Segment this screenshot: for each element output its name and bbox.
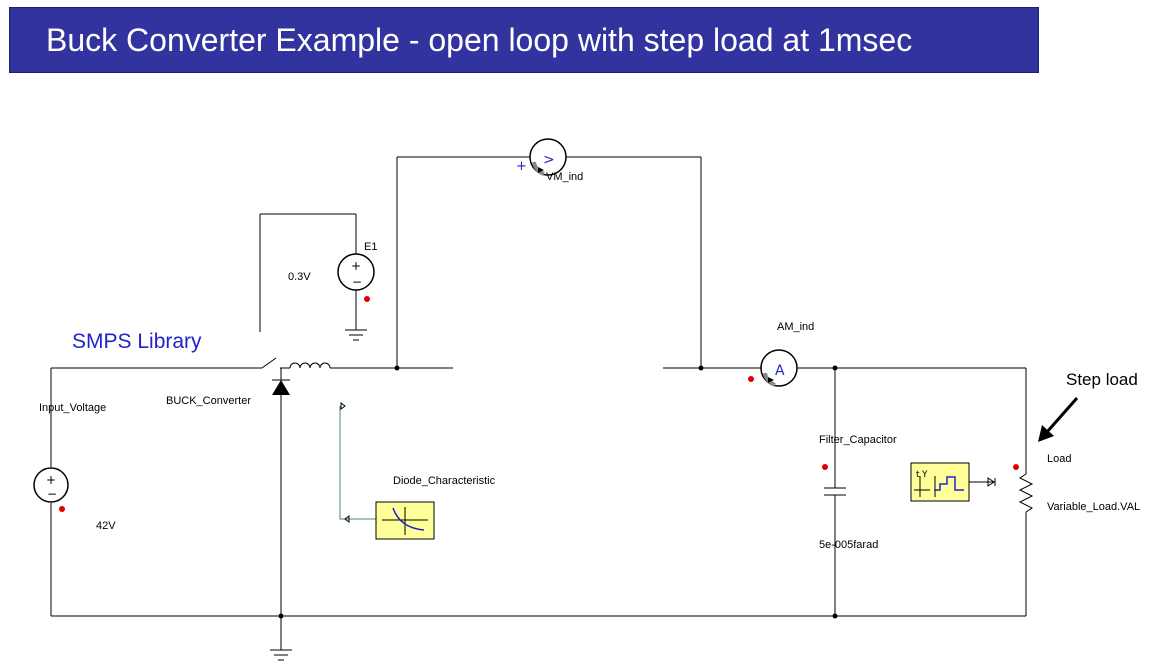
svg-text:−: − — [47, 487, 57, 501]
svg-text:>: > — [543, 152, 555, 168]
e1-value: 0.3V — [288, 271, 311, 283]
diode-characteristic-label: Diode_Characteristic — [393, 475, 496, 487]
am-label: AM_ind — [777, 321, 814, 333]
annotation-arrow-icon — [1038, 397, 1079, 442]
svg-text:−: − — [352, 275, 362, 289]
library-label: SMPS Library — [72, 330, 202, 353]
svg-text:+: + — [351, 259, 361, 273]
step-load-annotation: Step load — [1066, 370, 1138, 389]
input-voltage-value: 42V — [96, 520, 116, 532]
load-value: Variable_Load.VAL — [1047, 501, 1140, 513]
buck-converter-label: BUCK_Converter — [166, 395, 251, 407]
filter-capacitor[interactable] — [822, 365, 846, 619]
svg-text:t: t — [916, 470, 920, 480]
voltmeter-branch[interactable]: > + — [394, 138, 704, 371]
probe-marker — [59, 506, 65, 512]
vm-label: VM_ind — [546, 171, 583, 183]
page-title: Buck Converter Example - open loop with … — [46, 22, 913, 58]
input-voltage-source[interactable]: + − — [33, 368, 69, 616]
e1-label: E1 — [364, 241, 377, 253]
svg-text:A: A — [775, 363, 785, 379]
load-label: Load — [1047, 453, 1071, 465]
buck-converter[interactable] — [255, 357, 453, 661]
svg-text:Y: Y — [921, 470, 928, 480]
title-banner: Buck Converter Example - open loop with … — [9, 7, 1039, 73]
input-voltage-label: Input_Voltage — [39, 402, 106, 414]
diode-characteristic-block[interactable] — [339, 402, 435, 540]
capacitor-value: 5e-005farad — [819, 539, 878, 551]
load-resistor[interactable] — [1013, 368, 1034, 616]
capacitor-label: Filter_Capacitor — [819, 434, 897, 446]
e1-source[interactable]: + − — [259, 213, 375, 341]
step-function-block[interactable]: t Y — [910, 462, 996, 502]
svg-text:+: + — [46, 473, 56, 487]
svg-text:+: + — [516, 159, 527, 174]
